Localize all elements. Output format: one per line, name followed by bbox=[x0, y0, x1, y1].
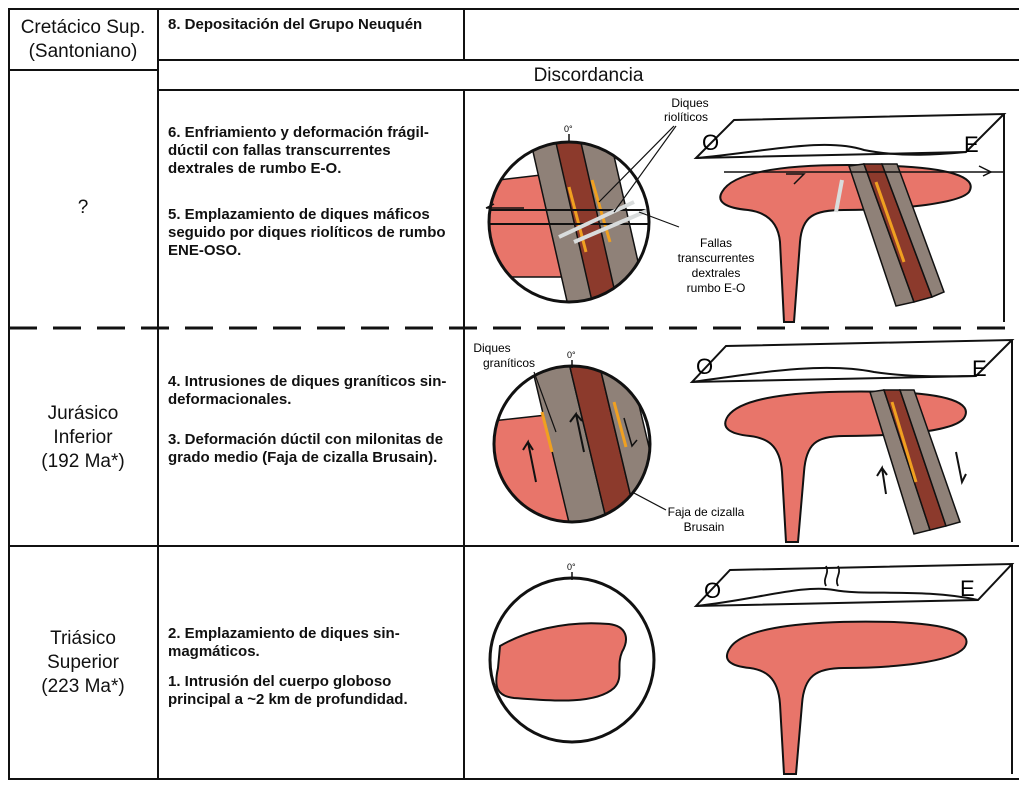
label-fallas-4: rumbo E-O bbox=[687, 281, 746, 295]
events-jurasico: 4. Intrusiones de diques graníticos sin-… bbox=[158, 373, 464, 543]
label-diques-rioliticos-2: riolíticos bbox=[664, 110, 708, 124]
event-2: 2. Emplazamiento de diques sin-magmático… bbox=[168, 625, 454, 661]
diagram-magmatic-stage: 0° O E bbox=[464, 548, 1019, 778]
events-deformation: 6. Enfriamiento y deformación frágil-dúc… bbox=[158, 124, 464, 324]
event-1: 1. Intrusión del cuerpo globoso principa… bbox=[168, 673, 454, 709]
east-label: E bbox=[964, 132, 979, 157]
event-4: 4. Intrusiones de diques graníticos sin-… bbox=[168, 373, 454, 409]
events-cretacico: 8. Depositación del Grupo Neuquén bbox=[158, 16, 464, 60]
epoch-cretacico: Cretácico Sup.(Santoniano) bbox=[8, 10, 158, 70]
west-label: O bbox=[696, 354, 713, 379]
event-3: 3. Deformación dúctil con milonitas de g… bbox=[168, 431, 454, 467]
diagram-ductile-stage: 0° Diques graníticos Faja de cizalla Bru… bbox=[464, 332, 1019, 544]
label-diques-rioliticos-1: Diques bbox=[671, 96, 708, 110]
discordancia-label: Discordancia bbox=[158, 63, 1019, 89]
label-fallas-1: Fallas bbox=[700, 236, 732, 250]
diagram-fracture-stage: 0° Diques riolíticos Fallas transcurrent… bbox=[464, 92, 1019, 326]
east-label: E bbox=[960, 576, 975, 601]
label-fallas-2: transcurrentes bbox=[678, 251, 755, 265]
event-6: 6. Enfriamiento y deformación frágil-dúc… bbox=[168, 124, 454, 178]
west-label: O bbox=[704, 578, 721, 603]
epoch-unknown: ? bbox=[8, 90, 158, 326]
stratigraphic-table: Cretácico Sup.(Santoniano) 8. Depositaci… bbox=[8, 8, 1019, 780]
label-faja-1: Faja de cizalla bbox=[668, 505, 745, 519]
event-5: 5. Emplazamiento de diques máficos segui… bbox=[168, 206, 454, 260]
label-diques-graniticos-2: graníticos bbox=[483, 356, 535, 370]
north-mark: 0° bbox=[564, 124, 573, 134]
west-label: O bbox=[702, 130, 719, 155]
north-mark: 0° bbox=[567, 350, 576, 360]
label-fallas-3: dextrales bbox=[692, 266, 741, 280]
events-triasico: 2. Emplazamiento de diques sin-magmático… bbox=[158, 625, 464, 775]
east-label: E bbox=[972, 356, 987, 381]
event-8: 8. Depositación del Grupo Neuquén bbox=[168, 16, 454, 34]
label-diques-graniticos-1: Diques bbox=[473, 341, 510, 355]
north-mark: 0° bbox=[567, 562, 576, 572]
label-faja-2: Brusain bbox=[684, 520, 725, 534]
